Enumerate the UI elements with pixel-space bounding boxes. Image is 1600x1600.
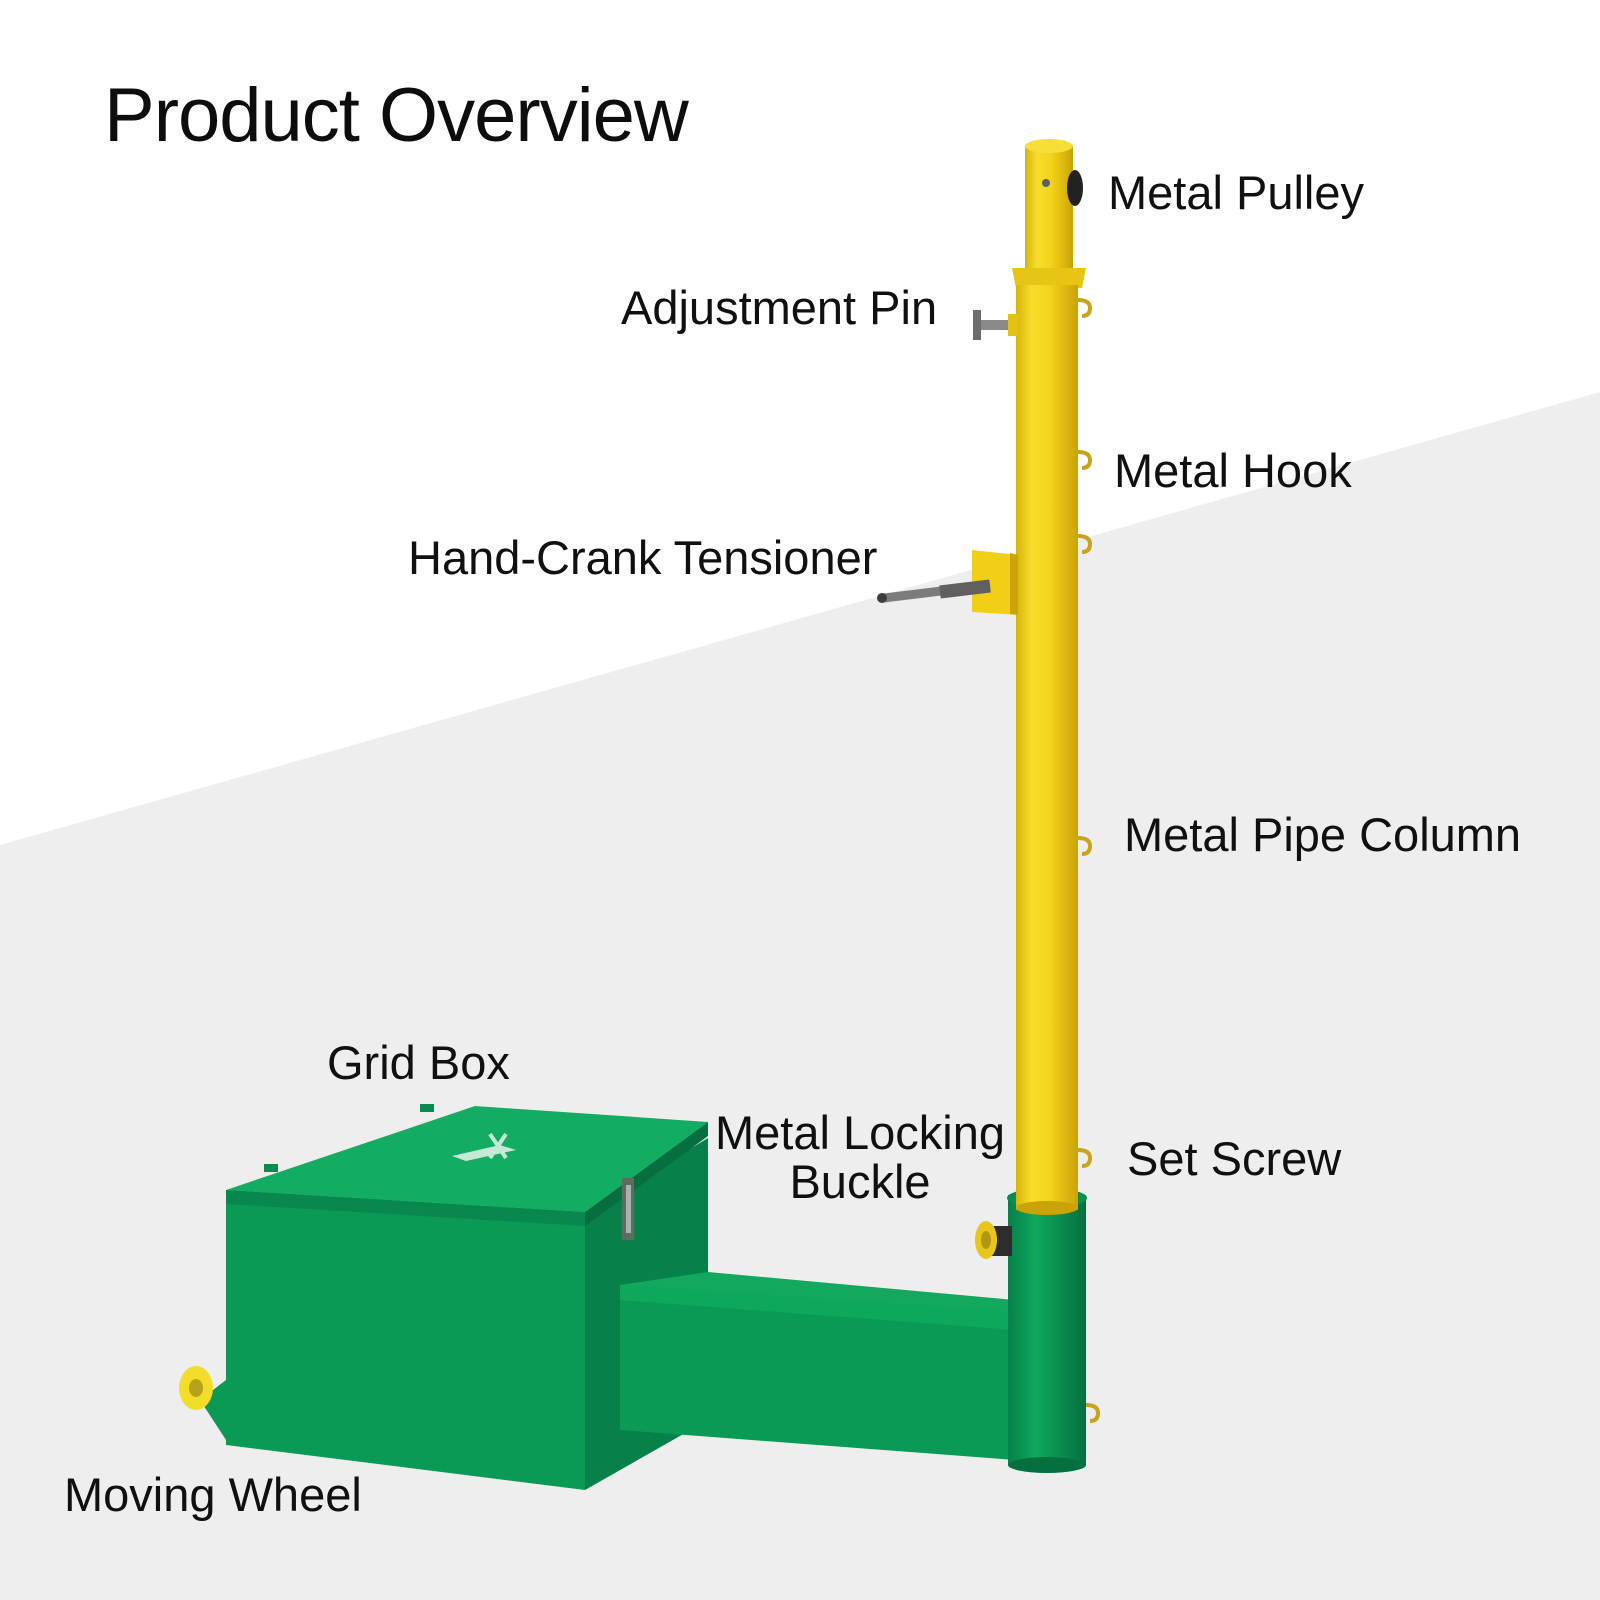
label-grid-box: Grid Box: [327, 1036, 510, 1089]
adjustment-pin-icon: [973, 310, 1018, 340]
lid-hinge: [420, 1104, 434, 1112]
page-title: Product Overview: [104, 73, 689, 158]
label-hand-crank-tensioner: Hand-Crank Tensioner: [408, 531, 878, 584]
label-adjustment-pin: Adjustment Pin: [621, 281, 938, 334]
label-metal-locking-buckle-line2: Buckle: [789, 1155, 931, 1209]
metal-pipe-column: [1016, 285, 1078, 1210]
hand-crank-tensioner-icon: [877, 550, 1018, 615]
metal-locking-buckle-icon: [975, 1221, 1012, 1259]
metal-pulley-icon: [1067, 170, 1083, 206]
label-metal-pipe-column: Metal Pipe Column: [1124, 808, 1522, 861]
label-set-screw: Set Screw: [1127, 1132, 1342, 1185]
label-metal-hook: Metal Hook: [1114, 444, 1352, 497]
grid-box-front: [226, 1190, 585, 1490]
brand-logo-icon: [452, 1132, 516, 1161]
label-metal-locking-buckle-line1: Metal Locking: [715, 1106, 1005, 1159]
pole-upper-tube: [1025, 145, 1073, 270]
label-metal-pulley: Metal Pulley: [1108, 166, 1364, 219]
lid-hinge: [264, 1164, 278, 1172]
base-beam-front: [620, 1285, 1015, 1460]
metal-hook-icon: [1077, 298, 1101, 1423]
label-moving-wheel: Moving Wheel: [64, 1468, 362, 1521]
label-metal-locking-buckle: Metal Locking Buckle: [710, 1108, 1010, 1207]
moving-wheel-icon: [179, 1366, 226, 1440]
pole-sleeve: [1008, 1195, 1086, 1465]
